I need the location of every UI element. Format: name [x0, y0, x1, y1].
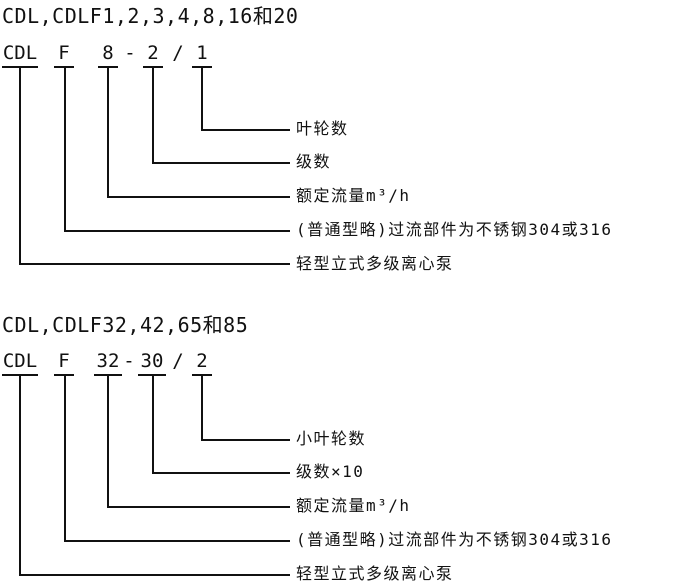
diagram-2-code-slash: /: [172, 350, 184, 372]
diagram-2-code-cdl: CDL: [2, 350, 38, 372]
diagram-2-code-f: F: [58, 350, 70, 372]
diagram-2-code-dash: -: [123, 350, 135, 372]
diagram-1-leader-impeller-h: [201, 129, 290, 131]
diagram-2-label-material: (普通型略)过流部件为不锈钢304或316: [296, 530, 613, 549]
diagram-2-leader-f-v: [64, 374, 66, 541]
diagram-1-leader-flow-v: [107, 66, 109, 197]
diagram-1-leader-stage-h: [152, 162, 290, 164]
diagram-2-leader-cdl-h: [19, 574, 290, 576]
diagram-1-code-impeller: 1: [196, 42, 208, 64]
diagram-1-label-material: (普通型略)过流部件为不锈钢304或316: [296, 220, 613, 239]
diagram-2-leader-flow-h: [107, 506, 290, 508]
diagram-2-code-flow: 32: [96, 350, 120, 372]
diagram-2-label-pump-type: 轻型立式多级离心泵: [296, 564, 454, 583]
diagram-1-code-slash: /: [172, 42, 184, 64]
diagram-2-leader-impeller-h: [201, 439, 290, 441]
diagram-1-code-dash: -: [124, 42, 136, 64]
diagram-1-label-stage-count: 级数: [296, 152, 332, 171]
diagram-2-leader-f-h: [64, 540, 290, 542]
diagram-2-leader-flow-v: [107, 374, 109, 507]
diagram-1-leader-cdl-v: [19, 66, 21, 264]
diagram-2-title: CDL,CDLF32,42,65和85: [2, 313, 249, 337]
diagram-1-label-impeller-count: 叶轮数: [296, 119, 349, 138]
diagram-1-leader-cdl-h: [19, 263, 290, 265]
diagram-2-leader-stage-v: [152, 374, 154, 473]
diagram-2-leader-stage-h: [152, 472, 290, 474]
diagram-2-label-rated-flow: 额定流量m³/h: [296, 496, 411, 515]
diagram-1-label-pump-type: 轻型立式多级离心泵: [296, 254, 454, 273]
diagram-1-leader-stage-v: [152, 66, 154, 163]
diagram-1-title: CDL,CDLF1,2,3,4,8,16和20: [2, 4, 299, 28]
diagram-1-label-rated-flow: 额定流量m³/h: [296, 186, 411, 205]
diagram-1-code-f: F: [58, 42, 70, 64]
diagram-2-label-small-impeller-count: 小叶轮数: [296, 429, 367, 448]
diagram-1-leader-f-v: [64, 66, 66, 231]
diagram-1-code-flow: 8: [102, 42, 114, 64]
diagram-1-leader-impeller-v: [201, 66, 203, 130]
diagram-2-label-stage-count: 级数×10: [296, 462, 365, 481]
diagram-2-leader-impeller-v: [201, 374, 203, 440]
diagram-1-code-cdl: CDL: [2, 42, 38, 64]
diagram-2-code-stage: 30: [140, 350, 164, 372]
diagram-1-leader-flow-h: [107, 196, 290, 198]
diagram-2-leader-cdl-v: [19, 374, 21, 575]
diagram-1-leader-f-h: [64, 230, 290, 232]
diagram-1-code-stage: 2: [147, 42, 159, 64]
diagram-2-code-impeller: 2: [196, 350, 208, 372]
